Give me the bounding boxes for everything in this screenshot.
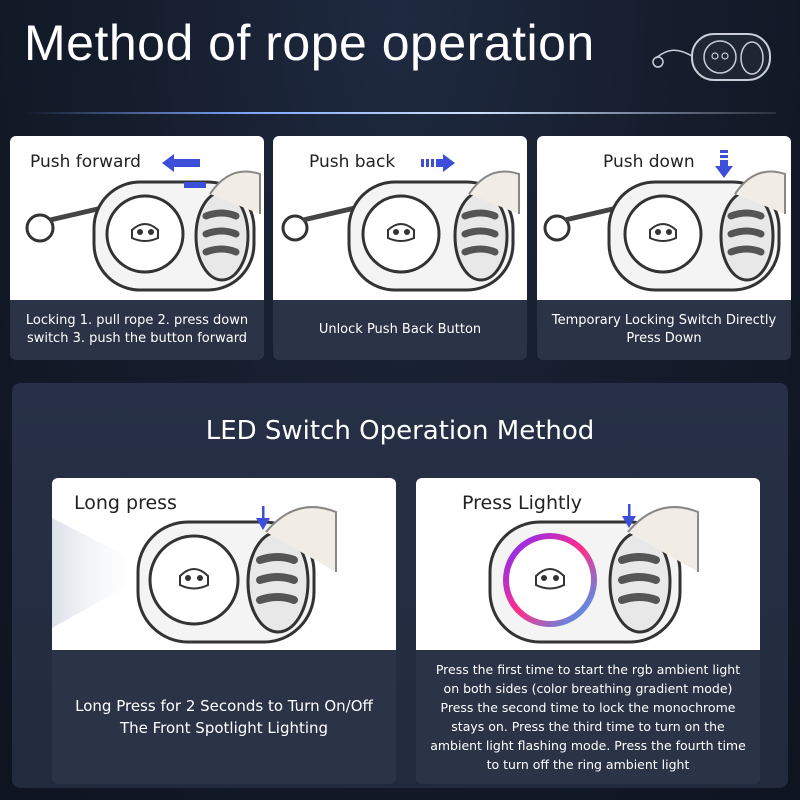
arrow-down-icon <box>622 504 636 528</box>
step-caption: Unlock Push Back Button <box>318 322 482 337</box>
header-divider <box>24 112 776 114</box>
leash-photo <box>10 136 264 300</box>
step-card-push-down: Push down Temporary Locking Switch Direc… <box>537 136 791 360</box>
leash-photo <box>416 478 760 650</box>
step-caption: Locking 1. pull rope 2. press down switc… <box>25 313 249 346</box>
leash-product-icon <box>652 33 771 81</box>
step-card-push-forward: Push forward Locking 1. pull rope 2. pre… <box>10 136 264 360</box>
step-label: Push forward <box>30 152 141 172</box>
leash-photo <box>537 136 791 300</box>
leash-photo <box>273 136 527 300</box>
page-title: Method of rope operation <box>24 15 595 71</box>
step-caption: Temporary Locking Switch Directly Press … <box>551 313 777 346</box>
led-card-press-lightly: Press Lightly Press the first time to st… <box>416 478 760 784</box>
led-card-label: Press Lightly <box>462 492 582 514</box>
arrow-left-icon <box>162 154 200 172</box>
led-card-caption: Long Press for 2 Seconds to Turn On/Off … <box>75 697 373 737</box>
step-label: Push down <box>603 152 695 172</box>
arrow-down-icon <box>715 150 733 178</box>
led-card-caption: Press the first time to start the rgb am… <box>430 662 746 772</box>
arrow-right-icon <box>421 154 455 172</box>
leash-photo <box>52 478 396 650</box>
led-card-long-press: Long press Long Press for 2 Seconds to T… <box>52 478 396 784</box>
arrow-down-icon <box>256 506 270 530</box>
step-card-push-back: Push back Unlock Push Back Button <box>273 136 527 360</box>
step-label: Push back <box>309 152 396 172</box>
led-card-label: Long press <box>74 492 177 514</box>
led-section-title: LED Switch Operation Method <box>205 416 595 446</box>
